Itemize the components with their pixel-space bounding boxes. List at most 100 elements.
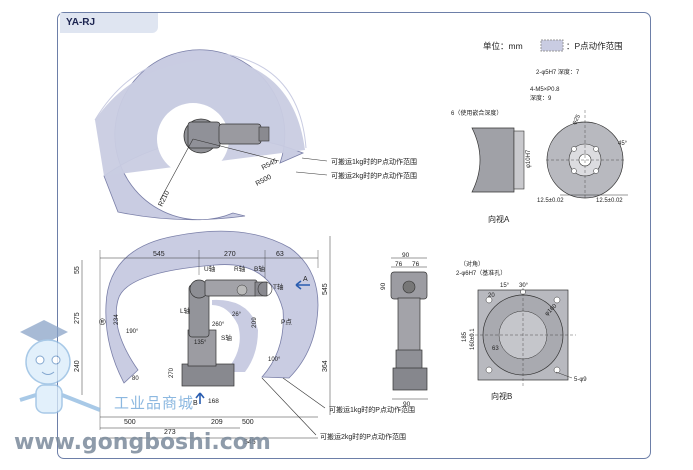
mascot-cap	[20, 320, 68, 344]
view-b: （对角） 2-φ6H7（基准孔） 185 160±0.1 63 φ160 30°…	[456, 260, 587, 401]
view-a-arrow	[295, 280, 310, 290]
view-b-holes: 5-φ9	[574, 377, 587, 383]
view-a-bolt2	[593, 146, 599, 152]
view-a-bolt1	[571, 146, 577, 152]
legend-label: ：P点动作范围	[566, 41, 623, 51]
dim-left-234: 234	[113, 314, 120, 325]
top-view: R210 R545 R500 可搬运1kg时的P点动作范围 可搬运2kg时的P点…	[94, 49, 417, 221]
r210-label: R210	[158, 190, 172, 208]
view-b-arrow	[195, 392, 205, 404]
r545-label: R545	[261, 158, 279, 172]
callout-2kg-side: 可搬运2kg时的P点动作范围	[320, 432, 406, 441]
angle-100: 100°	[268, 357, 281, 363]
dim-right-364: 364	[322, 360, 329, 372]
t-axis-label: T轴	[273, 282, 284, 291]
view-b-hole4	[553, 366, 561, 374]
view-a-dimB: 12.5±0.02	[596, 198, 623, 204]
view-b-hole1	[485, 296, 493, 304]
view-a-deg45: 45°	[618, 141, 628, 147]
s-axis-label: S轴	[221, 333, 232, 342]
mascot-body	[35, 384, 63, 414]
dim-209-vert: 209	[251, 317, 258, 328]
view-b-holes-leader	[555, 371, 573, 379]
view-b-hole2	[553, 296, 561, 304]
front-dim-90a: 90	[402, 252, 410, 259]
mascot-watermark	[19, 320, 101, 414]
dim-top-545: 545	[153, 251, 165, 258]
view-b-a30: 30°	[519, 283, 529, 289]
view-a-hole1: 2-φ5H7 深度：7	[536, 68, 580, 76]
front-dim-76a: 76	[395, 261, 403, 268]
dim-bottom-209: 209	[211, 419, 223, 426]
view-a-bolt4	[593, 168, 599, 174]
top-wrist	[258, 126, 270, 142]
dim-left-240: 240	[74, 360, 81, 372]
callout-1kg-top: 可搬运1kg时的P点动作范围	[331, 157, 417, 166]
dim-right-545: 545	[322, 283, 329, 295]
callout-1kg-leader-top	[301, 157, 328, 162]
angle-190: 190°	[126, 329, 139, 335]
dim-left-55: 55	[74, 266, 81, 274]
r210-leader	[159, 138, 194, 201]
view-b-d160: 160±0.1	[470, 328, 476, 350]
side-view-range-inner	[212, 299, 258, 372]
view-b-hole3	[485, 366, 493, 374]
callout-1kg-side: 可搬运1kg时的P点动作范围	[329, 405, 415, 414]
dim-left-275: 275	[74, 312, 81, 324]
top-arm	[218, 123, 262, 145]
front-dim-90b: 90	[380, 282, 387, 290]
r-axis-label: R轴	[234, 264, 246, 273]
view-b-note1: （对角）	[460, 260, 484, 268]
angle-135: 135°	[194, 340, 207, 346]
side-wrist	[254, 281, 268, 297]
view-b-caption: 向视B	[491, 391, 512, 401]
side-upper-arm	[204, 279, 258, 297]
r500-label: R500	[255, 174, 273, 188]
mascot-head	[25, 339, 71, 385]
view-b-note2: 2-φ6H7（基准孔）	[456, 269, 506, 277]
unit-label: 单位：mm	[483, 41, 523, 51]
watermark-text: 工业品商城	[114, 394, 195, 412]
mascot-arm	[61, 393, 101, 412]
view-a-flange-side	[513, 130, 525, 190]
callout-2kg-leader-top	[295, 171, 328, 176]
dim-bottom-500b: 500	[242, 419, 254, 426]
dim-bottom-273: 273	[164, 429, 176, 436]
side-r-joint	[236, 284, 248, 296]
front-joint	[402, 280, 416, 294]
view-b-d20: 20	[488, 293, 495, 299]
mascot-smile	[41, 371, 55, 375]
view-a-side	[471, 127, 515, 193]
front-arm	[397, 297, 421, 354]
dim-top-270: 270	[224, 251, 236, 258]
dim-168: 168	[208, 398, 219, 405]
dim-80: 80	[132, 376, 139, 382]
side-view: U轴 R轴 B轴 T轴 L轴 S轴 P点 260° 190° 135° 100°…	[74, 230, 415, 446]
callout-2kg-top: 可搬运2kg时的P点动作范围	[331, 171, 417, 180]
angle-260: 260°	[212, 322, 225, 328]
top-shoulder	[187, 121, 221, 149]
front-dim-76b: 76	[412, 261, 420, 268]
view-a-bolt3	[571, 168, 577, 174]
view-a-label: A	[303, 276, 308, 283]
front-lower	[395, 349, 423, 371]
front-view: 90 76 76 90 90	[380, 252, 428, 408]
view-a-hole2-depth: 深度：9	[530, 94, 552, 102]
view-a-dimA: 12.5±0.02	[537, 198, 564, 204]
side-t-joint	[257, 281, 273, 297]
view-a-depth-note: 6（使用嵌合深度）	[451, 109, 502, 117]
view-b-d63: 63	[492, 346, 499, 352]
dim-bottom-545: 545	[244, 439, 256, 446]
top-view-outline	[94, 53, 307, 149]
watermark-site: www.gongboshi.com	[14, 430, 271, 455]
dim-270-vert: 270	[169, 367, 175, 378]
b-axis-label: B轴	[254, 264, 265, 273]
r545-leader	[192, 138, 280, 162]
view-b-a15: 15°	[500, 283, 510, 289]
mascot-eye-right	[51, 355, 61, 365]
view-a-caption: 向视A	[488, 214, 510, 224]
registered-mark: ®	[99, 317, 106, 327]
front-dim-90c: 90	[403, 401, 411, 408]
legend-swatch	[540, 39, 564, 52]
